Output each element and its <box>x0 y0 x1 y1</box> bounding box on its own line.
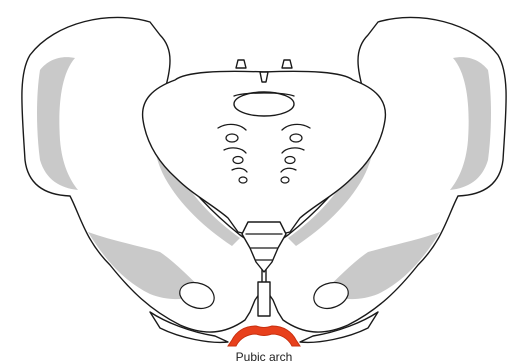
sacral-foramen-right-2 <box>285 157 295 164</box>
sacral-foramen-left-2 <box>233 157 243 164</box>
sacral-foramen-left-1 <box>226 134 238 142</box>
pubic-arch <box>228 326 300 346</box>
pubic-symphysis <box>258 282 270 316</box>
sacral-promontory <box>234 92 294 116</box>
sacral-foramen-right-1 <box>290 134 302 142</box>
left-articular-process <box>236 60 246 68</box>
right-articular-process <box>282 60 292 68</box>
figure-caption: Pubic arch <box>0 351 528 363</box>
median-crest <box>260 72 268 82</box>
sacral-foramen-right-3 <box>281 177 289 183</box>
sacral-foramen-left-3 <box>239 177 247 183</box>
